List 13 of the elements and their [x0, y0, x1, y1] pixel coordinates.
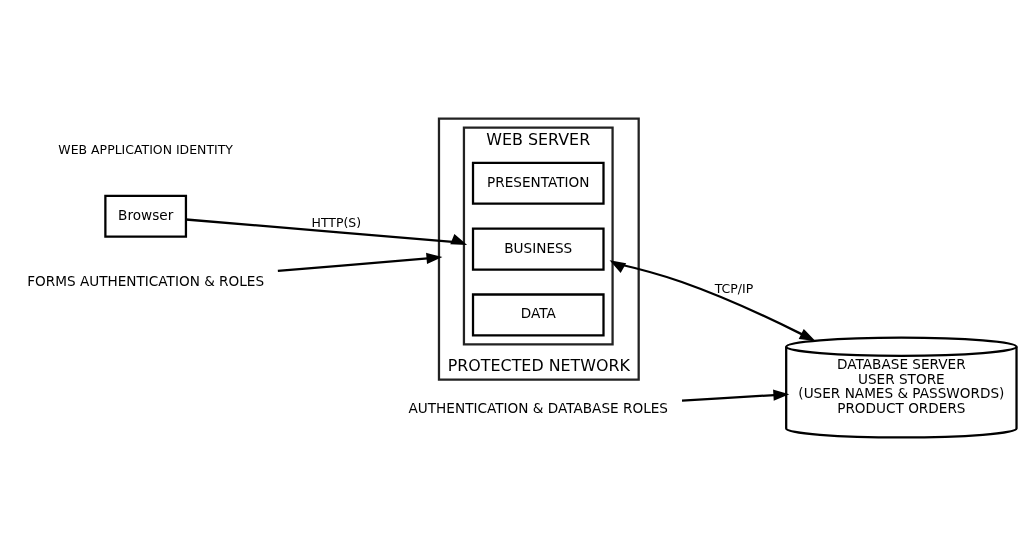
- arrow: [185, 217, 468, 245]
- node-box: Browser: [104, 194, 188, 238]
- node-text: AUTHENTICATION & DATABASE ROLES: [408, 399, 668, 416]
- node-box: DATA: [471, 292, 605, 336]
- node-box: BUSINESS: [471, 227, 605, 271]
- arrow: [277, 252, 443, 272]
- node-text: FORMS AUTHENTICATION & ROLES: [27, 272, 265, 289]
- node-box: PRESENTATION: [471, 161, 605, 205]
- edge-label: HTTP(S): [311, 214, 362, 230]
- edge-label: TCP/IP: [714, 280, 754, 296]
- arrow: [681, 389, 790, 402]
- arrow: [609, 259, 816, 341]
- label: WEB APPLICATION IDENTITY: [58, 141, 233, 157]
